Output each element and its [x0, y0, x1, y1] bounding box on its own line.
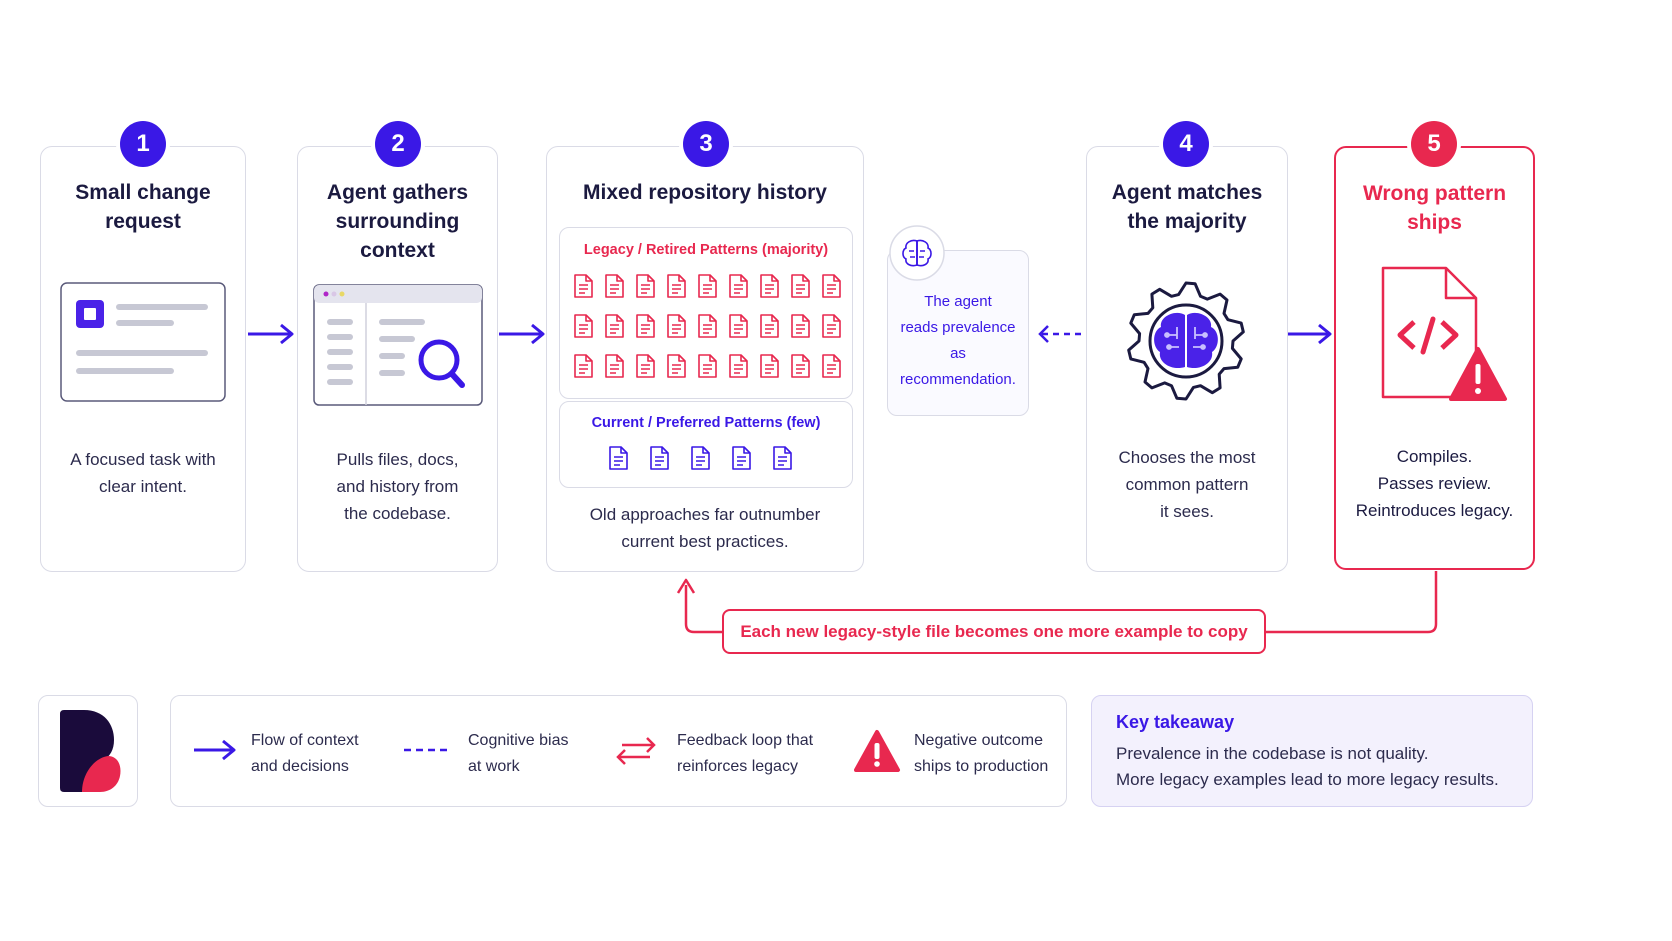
dashed-line-icon	[404, 748, 452, 752]
gear-brain-icon	[1127, 281, 1245, 401]
legacy-file-icon	[760, 354, 779, 378]
legacy-file-icon	[760, 314, 779, 338]
step-5-description: Compiles.Passes review.Reintroduces lega…	[1355, 447, 1514, 520]
flow-arrow-2-3	[499, 323, 545, 345]
step-5-badge: 5	[1411, 121, 1457, 167]
flow-arrow-1-2	[248, 323, 294, 345]
legacy-file-icon	[636, 314, 655, 338]
step-2-badge: 2	[375, 121, 421, 167]
legend-panel	[170, 695, 1067, 807]
current-file-icon	[773, 446, 792, 470]
current-file-icon	[732, 446, 751, 470]
legacy-file-icon	[822, 314, 841, 338]
key-takeaway-line-1: Prevalence in the codebase is not qualit…	[1116, 744, 1429, 763]
legacy-file-icon	[605, 274, 624, 298]
legacy-file-icon	[791, 314, 810, 338]
double-arrow-icon	[616, 737, 656, 765]
browser-search-illustration	[313, 284, 483, 406]
step-3-title: Mixed repository history	[583, 181, 827, 204]
legacy-file-icon	[667, 354, 686, 378]
current-file-icon	[650, 446, 669, 470]
arrow-right-icon	[194, 739, 236, 761]
key-takeaway-title: Key takeaway	[1116, 712, 1235, 732]
legacy-file-icon	[667, 314, 686, 338]
step-1-badge: 1	[120, 121, 166, 167]
legacy-file-icon	[574, 314, 593, 338]
legacy-file-icon	[698, 314, 717, 338]
current-patterns-title: Current / Preferred Patterns (few)	[591, 415, 821, 431]
legacy-file-icon	[729, 354, 748, 378]
feedback-loop-label: Each new legacy-style file becomes one m…	[722, 609, 1266, 654]
legacy-file-icon	[791, 354, 810, 378]
step-4-badge: 4	[1163, 121, 1209, 167]
legacy-file-icon	[791, 274, 810, 298]
legacy-file-icon	[574, 354, 593, 378]
current-file-icon	[691, 446, 710, 470]
current-patterns-panel: Current / Preferred Patterns (few)	[559, 401, 853, 488]
legacy-document-grid	[559, 227, 853, 399]
legacy-file-icon	[574, 274, 593, 298]
legacy-file-icon	[667, 274, 686, 298]
flow-arrow-4-5	[1288, 323, 1332, 345]
step-3-badge: 3	[683, 121, 729, 167]
brain-icon	[889, 225, 945, 281]
legacy-file-icon	[822, 274, 841, 298]
legacy-file-icon	[636, 354, 655, 378]
legacy-file-icon	[698, 354, 717, 378]
legacy-file-icon	[760, 274, 779, 298]
legacy-file-icon	[605, 354, 624, 378]
key-takeaway-panel: Key takeaway Prevalence in the codebase …	[1091, 695, 1533, 807]
legacy-patterns-title: Legacy / Retired Patterns (majority)	[583, 242, 829, 258]
legacy-file-icon	[729, 274, 748, 298]
warning-icon	[854, 730, 900, 772]
current-document-row	[559, 401, 853, 488]
legacy-file-icon	[605, 314, 624, 338]
legacy-file-icon	[698, 274, 717, 298]
legacy-file-icon	[636, 274, 655, 298]
legacy-file-icon	[729, 314, 748, 338]
document-request-illustration	[60, 282, 226, 402]
code-file-warning-icon	[1381, 266, 1507, 401]
step-4-card	[1086, 146, 1288, 572]
key-takeaway-line-2: More legacy examples lead to more legacy…	[1116, 770, 1499, 789]
current-file-icon	[609, 446, 628, 470]
legacy-file-icon	[822, 354, 841, 378]
brand-logo-icon	[60, 710, 121, 792]
